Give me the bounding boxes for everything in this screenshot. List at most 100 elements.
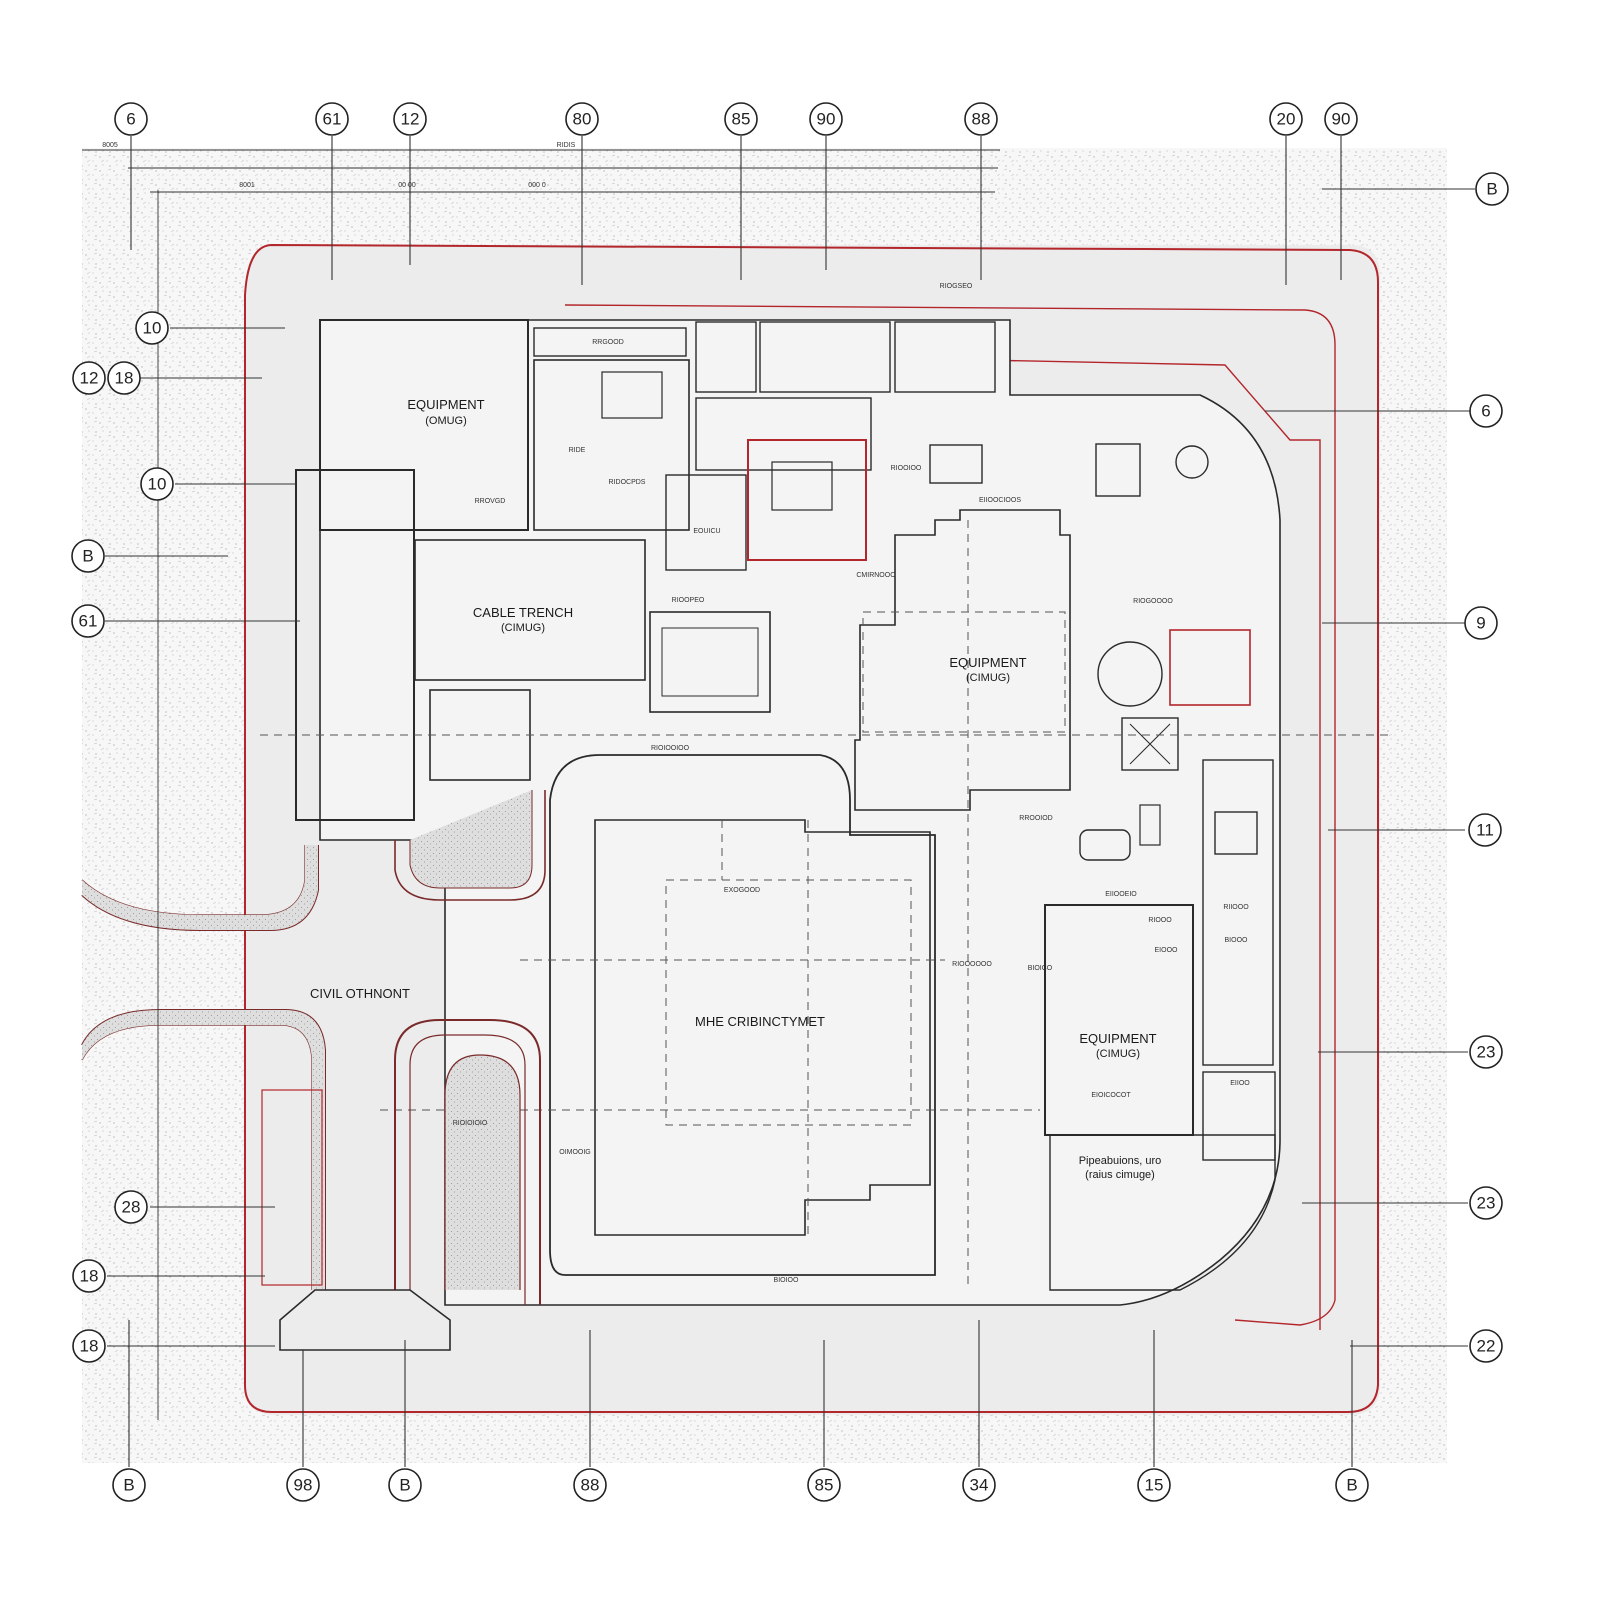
svg-text:12: 12 xyxy=(401,110,420,129)
ramp-loop-small xyxy=(394,790,546,901)
room-sub-equipment-top-left: (OMUG) xyxy=(425,415,467,427)
room-sub-equipment-lower-right: (CIMUG) xyxy=(1096,1048,1140,1060)
equip-box-x xyxy=(1121,717,1179,771)
grid-bubble-right-7: 22 xyxy=(1469,1329,1503,1363)
interior-slab xyxy=(319,319,1281,1306)
grid-bubble-bottom-7: 15 xyxy=(1137,1468,1171,1502)
courtyard-outline xyxy=(549,754,936,1276)
grille-1 xyxy=(771,461,833,511)
svg-text:B: B xyxy=(123,1476,134,1495)
room-label-civil-outdoor: CIVIL OTHNONT xyxy=(310,986,410,1001)
svg-text:18: 18 xyxy=(80,1337,99,1356)
room-sub-equipment-mid-right: (CIMUG) xyxy=(966,672,1010,684)
label-m: EXOGOOD xyxy=(724,887,760,894)
equip-box-2 xyxy=(1095,443,1141,497)
ramp-band-fill xyxy=(82,845,318,930)
ramp-u-2 xyxy=(409,1034,526,1305)
equipment-room-top-left xyxy=(319,319,529,531)
room-label-main: MHE CRIBINCTYMET xyxy=(695,1014,825,1029)
label-q: BIOOO xyxy=(1225,937,1249,944)
grid-bubble-right-6: 23 xyxy=(1469,1186,1503,1220)
grid-bubble-right-5: 23 xyxy=(1469,1035,1503,1069)
label-f: RIOOPEO xyxy=(672,597,705,604)
svg-text:88: 88 xyxy=(581,1476,600,1495)
grid-bubble-left-1: 10 xyxy=(135,311,169,345)
equip-box-5 xyxy=(1079,829,1131,861)
ramp-u-1 xyxy=(394,1019,541,1305)
dim-label-4: 00 00 xyxy=(398,182,416,189)
room-mid-b xyxy=(695,397,872,471)
svg-text:20: 20 xyxy=(1277,110,1296,129)
room-mid-c xyxy=(665,474,747,571)
main-room xyxy=(594,819,931,1236)
svg-text:9: 9 xyxy=(1476,614,1485,633)
grid-bubble-left-4: 10 xyxy=(140,467,174,501)
label-o: RIIOOO xyxy=(1223,904,1249,911)
grid-bubble-bottom-3: B xyxy=(388,1468,422,1502)
equipment-mid-right xyxy=(854,509,1071,811)
grid-bubble-right-3: 9 xyxy=(1464,606,1498,640)
label-k: RIOIOOIOO xyxy=(651,745,690,752)
room-mid-top xyxy=(533,359,690,531)
label-n: EIIOOEIO xyxy=(1105,891,1137,898)
grid-bubble-left-6: 61 xyxy=(71,604,105,638)
red-room xyxy=(747,439,867,561)
svg-text:88: 88 xyxy=(972,110,991,129)
equip-x-mark xyxy=(1129,723,1171,765)
label-a: RIOGSEO xyxy=(940,283,973,290)
room-label-pipe-area: Pipeabuions, uro xyxy=(1079,1155,1162,1167)
grid-bubble-top-7: 88 xyxy=(964,102,998,136)
svg-text:23: 23 xyxy=(1477,1043,1496,1062)
svg-text:B: B xyxy=(82,547,93,566)
label-u: OIMOOIG xyxy=(559,1149,591,1156)
grid-bubble-bottom-4: 88 xyxy=(573,1468,607,1502)
svg-text:B: B xyxy=(1346,1476,1357,1495)
svg-text:12: 12 xyxy=(80,369,99,388)
grid-bubble-bottom-6: 34 xyxy=(962,1468,996,1502)
grid-bubble-top-8: 20 xyxy=(1269,102,1303,136)
label-v: RIOIOIOIO xyxy=(453,1120,488,1127)
label-y: EIIOO xyxy=(1230,1080,1250,1087)
room-sub-cable-trench: (CIMUG) xyxy=(501,622,545,634)
room-top-a xyxy=(695,321,757,393)
grid-bubble-bottom-2: 98 xyxy=(286,1468,320,1502)
side-corridor-right xyxy=(1202,759,1274,1066)
label-i: CMIRNOOO xyxy=(856,572,896,579)
main-room-dashed xyxy=(665,879,912,1126)
grid-bubble-top-2: 61 xyxy=(315,102,349,136)
equipment-right-dashed xyxy=(862,611,1066,733)
ramp-u-inner xyxy=(444,1054,521,1290)
grid-bubble-left-8: 18 xyxy=(72,1259,106,1293)
grid-bubble-left-2: 12 xyxy=(72,361,106,395)
dim-label-1: 8005 xyxy=(102,142,118,149)
label-g: RIOOIOO xyxy=(891,465,922,472)
cable-trench-room xyxy=(414,539,646,681)
tank-circle-top xyxy=(1175,445,1209,479)
room-sub-pipe-area: (raius cimuge) xyxy=(1085,1169,1155,1181)
grid-bubble-bottom-8: B xyxy=(1335,1468,1369,1502)
grid-bubble-right-2: 6 xyxy=(1469,394,1503,428)
grid-bubble-top-9: 90 xyxy=(1324,102,1358,136)
label-h: EIIOOCIOOS xyxy=(979,497,1021,504)
inner-boundary-red xyxy=(564,304,1336,1326)
label-storage: RRGOOD xyxy=(592,339,624,346)
room-label-equipment-top-left: EQUIPMENT xyxy=(407,397,484,412)
label-d: RROVGD xyxy=(475,498,506,505)
label-w: BIOIOO xyxy=(774,1277,799,1284)
grid-bubble-bottom-5: 85 xyxy=(807,1468,841,1502)
room-label-equipment-mid-right: EQUIPMENT xyxy=(949,655,1026,670)
grid-bubble-left-9: 18 xyxy=(72,1329,106,1363)
svg-text:85: 85 xyxy=(815,1476,834,1495)
svg-text:18: 18 xyxy=(115,369,134,388)
equip-box-red xyxy=(1169,629,1251,706)
ramp-loop-small-2 xyxy=(409,790,533,889)
label-j: RIOGOOOO xyxy=(1133,598,1173,605)
label-x: BIOICO xyxy=(1028,965,1053,972)
label-e: EOUICU xyxy=(693,528,720,535)
equip-box-6 xyxy=(1139,804,1161,846)
grid-bubble-top-6: 90 xyxy=(809,102,843,136)
room-storage-strip xyxy=(533,327,687,357)
equip-box-1 xyxy=(929,444,983,484)
label-s: RIOOOOOO xyxy=(952,961,992,968)
